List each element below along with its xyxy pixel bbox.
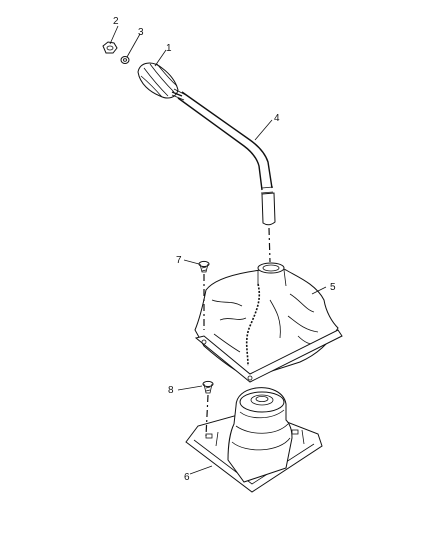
callout-7: 7 (176, 255, 182, 266)
screw-icon (198, 260, 210, 330)
boot-icon (194, 262, 343, 383)
screw-icon (202, 380, 214, 437)
callout-1: 1 (166, 43, 172, 54)
callout-5: 5 (330, 282, 336, 293)
callout-3: 3 (138, 27, 144, 38)
lever-icon (177, 91, 276, 263)
callout-6: 6 (184, 472, 190, 483)
boot-icon (185, 387, 323, 493)
shift-knob-icon (137, 62, 187, 101)
callout-2: 2 (113, 16, 119, 27)
washer-icon (120, 56, 130, 64)
leader-lines (109, 25, 327, 475)
callout-8: 8 (168, 385, 174, 396)
hex-nut-icon (102, 41, 118, 54)
callout-4: 4 (274, 113, 280, 124)
